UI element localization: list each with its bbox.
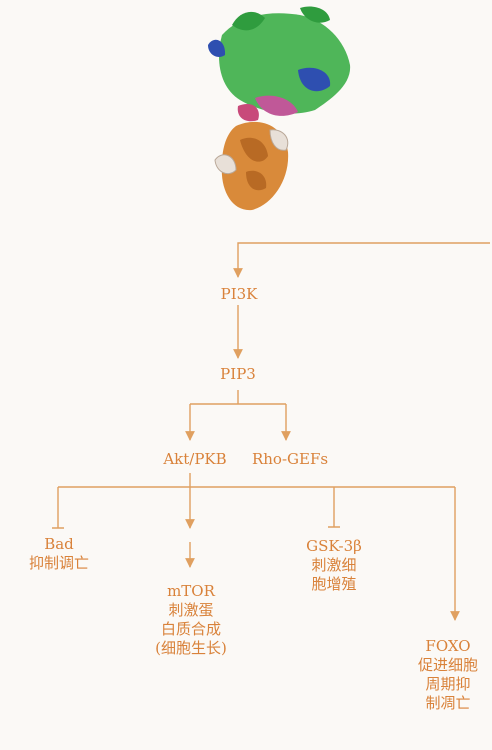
pathway-connectors — [52, 242, 490, 621]
inhibit-gsk — [328, 487, 340, 528]
mtor-effect-line-3: (细胞生长) — [155, 639, 227, 657]
foxo-label: FOXO — [425, 637, 471, 655]
node-foxo: FOXO 促进细胞 周期抑 制凋亡 — [406, 637, 490, 713]
node-pi3k: PI3K — [220, 285, 258, 303]
receptor-line — [233, 242, 490, 278]
node-akt-pkb: Akt/PKB — [163, 450, 227, 468]
gsk-effect-line-2: 胞增殖 — [311, 575, 357, 593]
gsk-label: GSK-3β — [306, 537, 362, 555]
inhibit-bad — [52, 487, 64, 529]
bad-label: Bad — [44, 535, 74, 553]
branch-akt — [58, 473, 455, 488]
foxo-effect-line-1: 促进细胞 — [417, 656, 478, 674]
protein-ribbon-structure-icon — [208, 6, 351, 211]
mtor-effect-line-2: 白质合成 — [160, 620, 221, 638]
branch-pip3 — [190, 390, 286, 405]
node-pip3: PIP3 — [220, 365, 256, 383]
node-bad: Bad 抑制调亡 — [14, 535, 104, 573]
mtor-label: mTOR — [167, 582, 215, 600]
foxo-effect-line-3: 制凋亡 — [425, 694, 471, 712]
node-rho-gefs: Rho-GEFs — [251, 450, 329, 468]
bad-effect: 抑制调亡 — [28, 554, 89, 572]
foxo-effect-line-2: 周期抑 — [425, 675, 471, 693]
node-gsk-3b: GSK-3β 刺激细 胞增殖 — [288, 537, 380, 594]
gsk-effect-line-1: 刺激细 — [311, 556, 357, 574]
node-mtor: mTOR 刺激蛋 白质合成 (细胞生长) — [136, 582, 246, 658]
mtor-effect-line-1: 刺激蛋 — [168, 601, 214, 619]
